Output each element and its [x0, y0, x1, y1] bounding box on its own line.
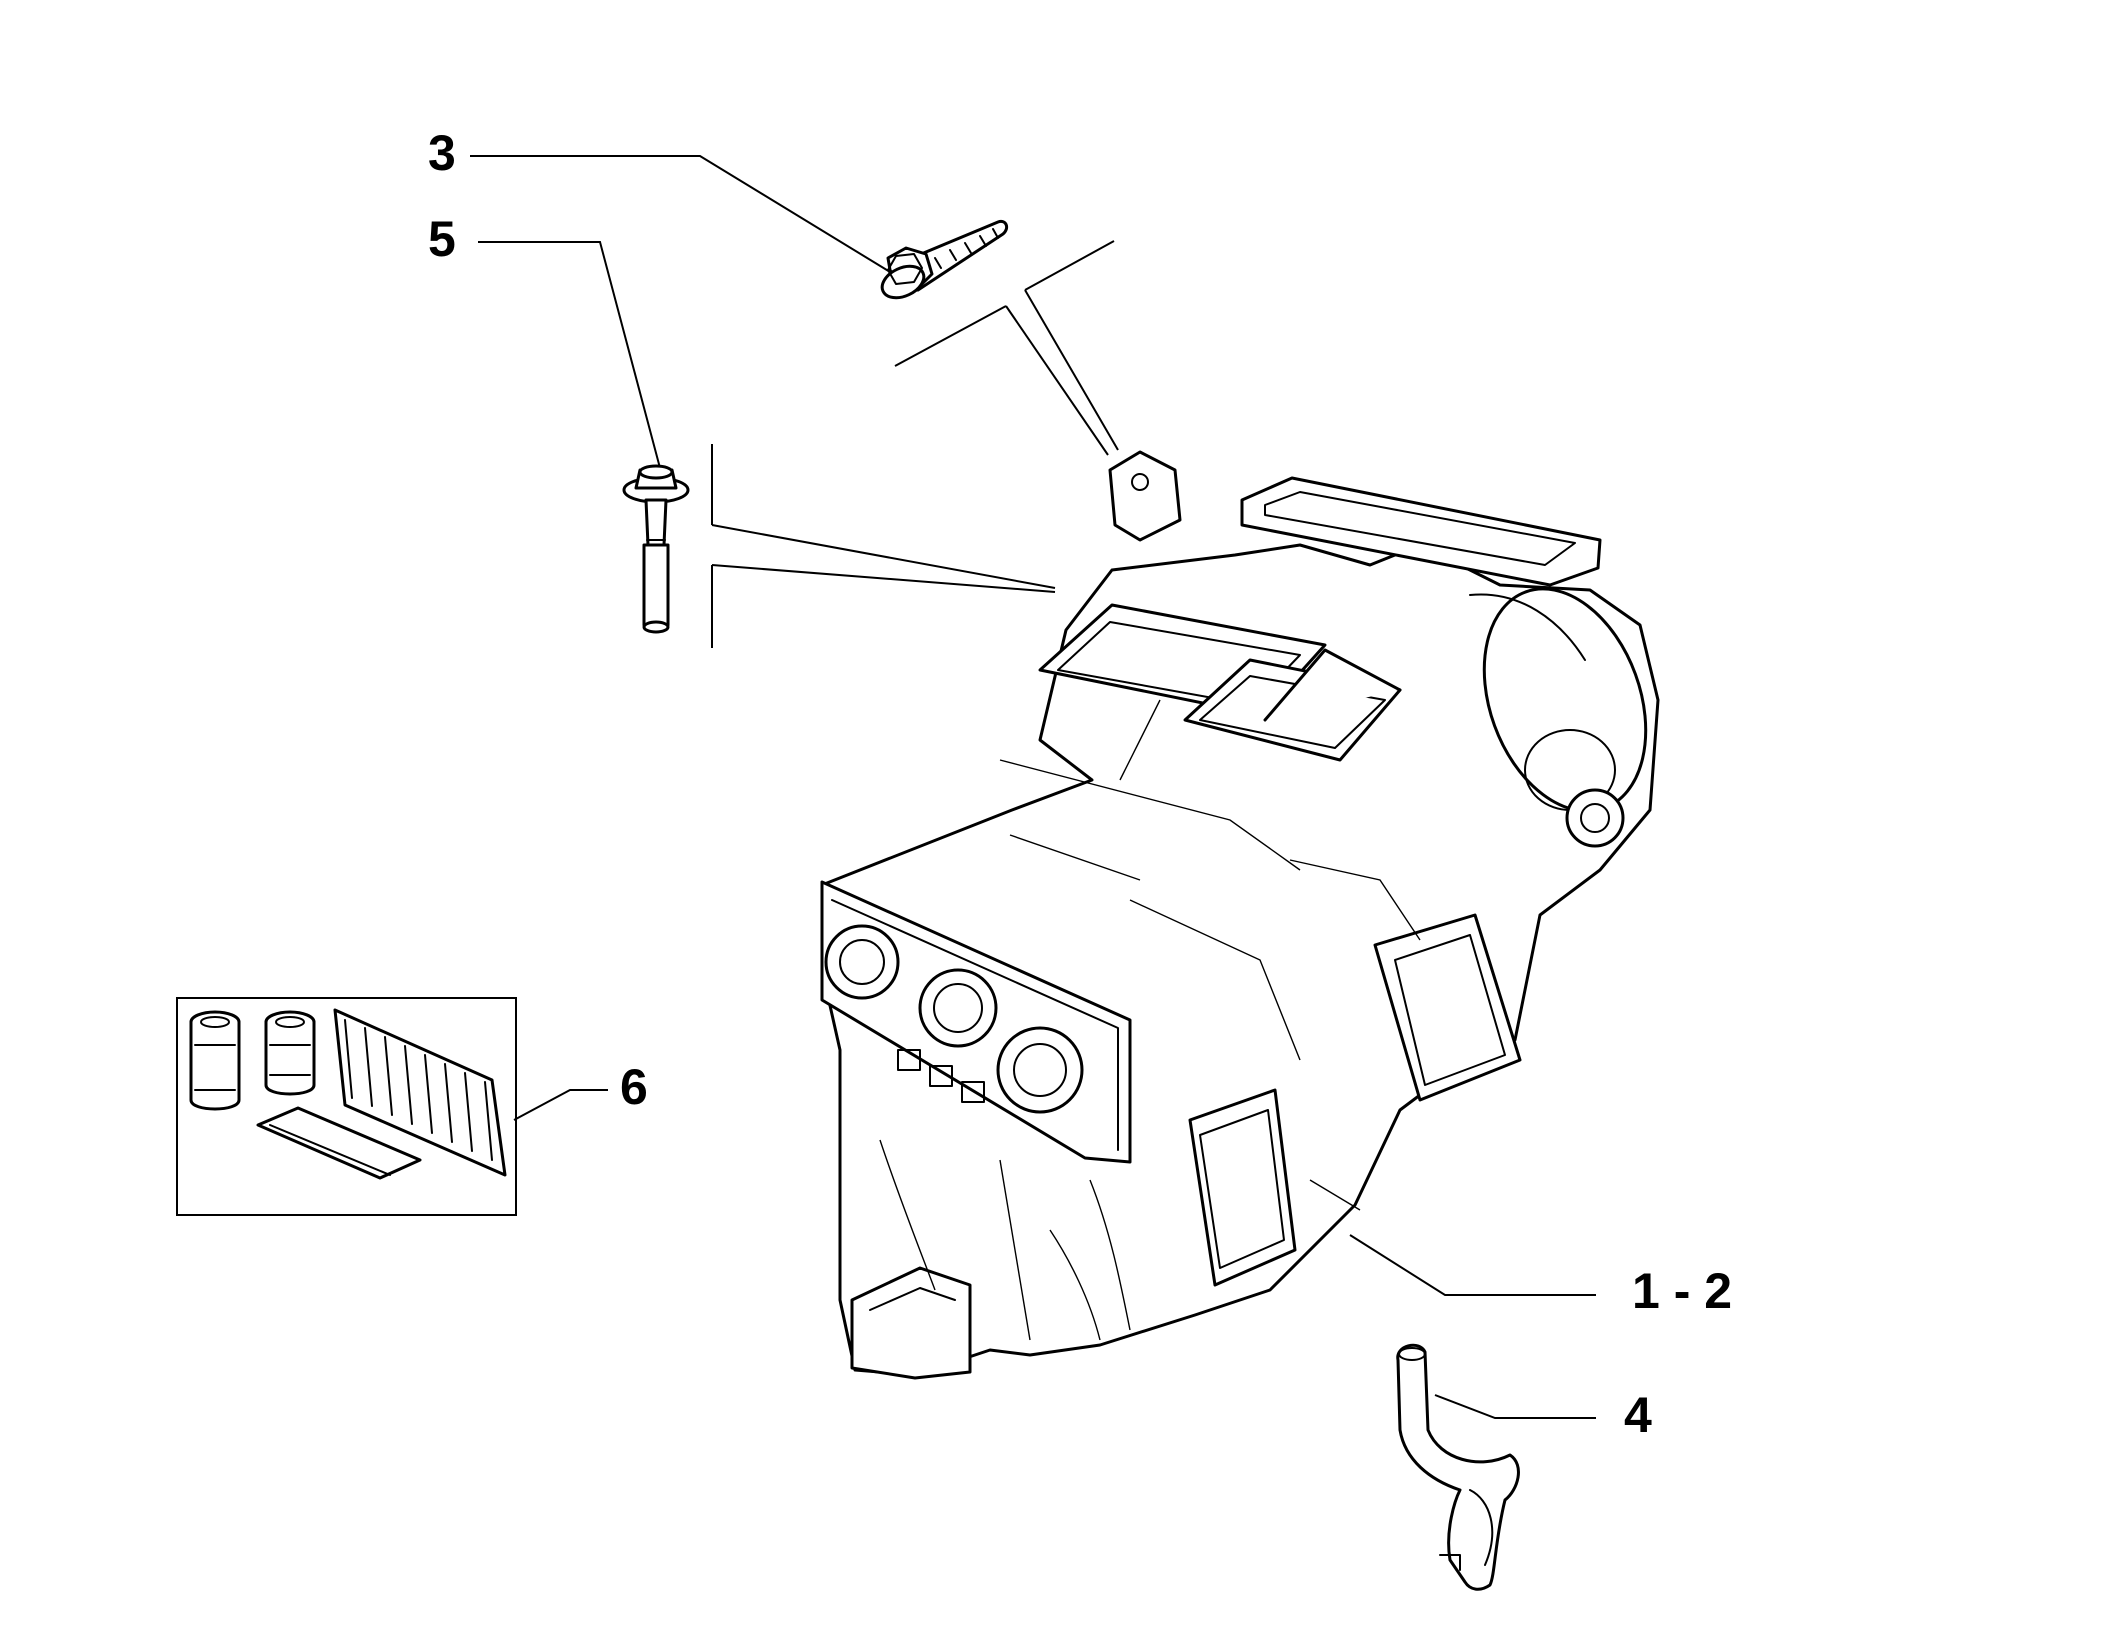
callout-4: 4: [1624, 1387, 1652, 1443]
callout-1-2: 1 - 2: [1632, 1263, 1733, 1319]
bolt-icon: [880, 219, 1009, 300]
leader-line-5: [478, 241, 661, 469]
drain-hose-icon: [1396, 1343, 1520, 1591]
mount-marker-3: [894, 240, 1119, 456]
heater-ac-unit-icon: [820, 450, 1660, 1380]
callout-6: 6: [620, 1059, 648, 1115]
callout-5: 5: [428, 211, 456, 267]
mount-marker-5: [711, 444, 1056, 648]
callout-3: 3: [428, 125, 456, 181]
leader-line-4: [1434, 1394, 1596, 1419]
leader-line-6: [513, 1089, 608, 1121]
stud-bolt-icon: [622, 464, 690, 634]
leader-line-3: [470, 155, 896, 276]
leader-line-1-2: [1349, 1234, 1596, 1296]
filter-kit-icon: [176, 997, 517, 1216]
